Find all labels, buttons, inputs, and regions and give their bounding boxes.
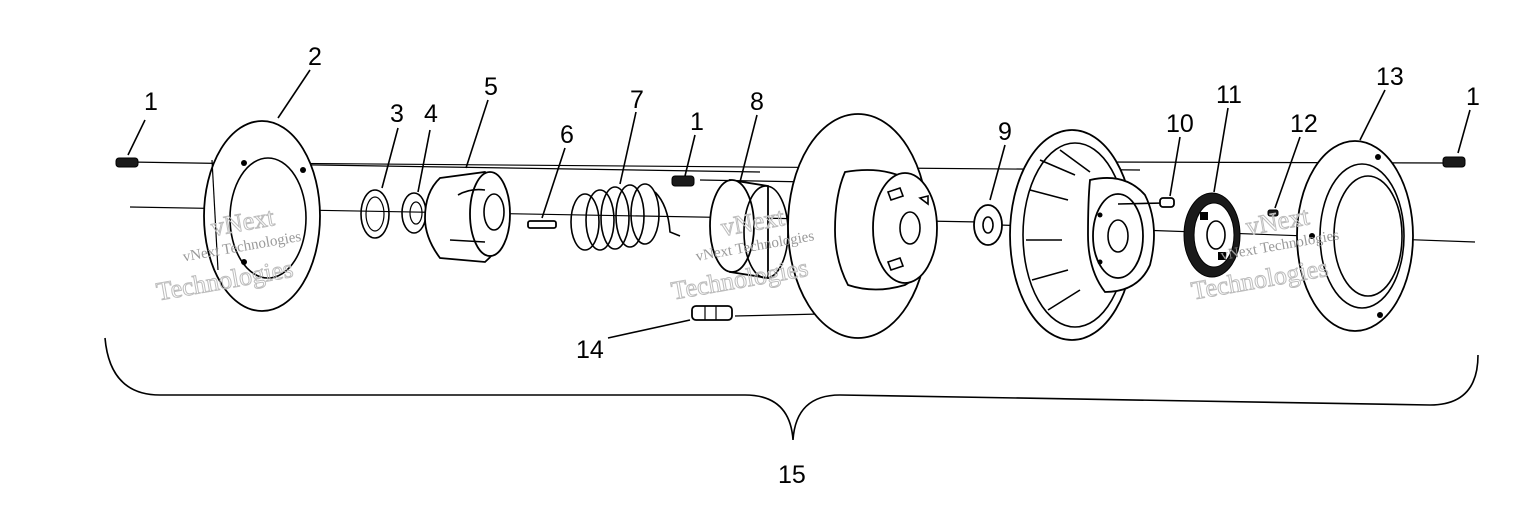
callout-12: 12	[1290, 110, 1318, 138]
cover-plate	[203, 120, 321, 312]
thrust-washer	[973, 204, 1003, 246]
callout-6: 6	[560, 121, 574, 149]
callout-13: 13	[1376, 63, 1404, 91]
movable-sheave	[1009, 129, 1155, 341]
callout-3: 3	[390, 100, 404, 128]
callout-4: 4	[424, 100, 438, 128]
fixed-sheave	[787, 113, 938, 339]
outer-cover	[1296, 140, 1414, 332]
callout-2: 2	[308, 43, 322, 71]
callout-9: 9	[998, 118, 1012, 146]
callout-14: 14	[576, 336, 604, 364]
grease-fitting	[691, 305, 733, 321]
bolt-middle	[671, 175, 695, 187]
washer	[401, 192, 427, 234]
callout-1-middle: 1	[690, 108, 704, 136]
pin	[527, 220, 557, 229]
roller-pin	[1117, 197, 1175, 208]
callout-5: 5	[484, 73, 498, 101]
cam-hub	[424, 171, 511, 263]
spring	[570, 183, 681, 251]
spider-bolt	[1267, 209, 1279, 217]
snap-ring	[360, 189, 390, 239]
callout-11: 11	[1216, 81, 1242, 109]
callout-10: 10	[1166, 110, 1194, 138]
bolt-right	[1442, 156, 1466, 168]
callout-1-left: 1	[144, 88, 158, 116]
leader-lines	[127, 69, 1471, 339]
callout-8: 8	[750, 88, 764, 116]
assembly-brace	[104, 337, 1479, 441]
callout-15: 15	[778, 461, 806, 489]
callout-7: 7	[630, 86, 644, 114]
bushing-ring	[709, 178, 789, 280]
bolt-left	[115, 157, 139, 168]
spider	[1183, 192, 1241, 278]
callouts: 1 2 3 4 5 6 7 1 8 9 10 11 12 13 1 14 15	[144, 43, 1480, 489]
callout-1-right: 1	[1466, 83, 1480, 111]
